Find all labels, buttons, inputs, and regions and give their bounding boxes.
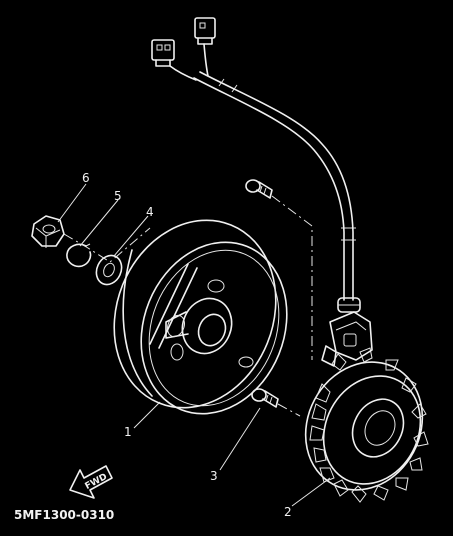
callout-label-6: 6 (82, 171, 90, 185)
callout-label-3: 3 (210, 469, 218, 483)
stator-coil-icon (304, 311, 429, 503)
fwd-arrow-icon: FWD (69, 465, 113, 499)
callout-leaders (57, 183, 331, 507)
hex-nut-icon (31, 215, 65, 248)
callout-label-4: 4 (146, 205, 154, 219)
diagram-code: 5MF1300-0310 (14, 508, 114, 522)
screw-icon (251, 388, 279, 408)
screw-icon (245, 179, 273, 199)
circlip-icon (66, 243, 92, 268)
fwd-label: FWD (84, 472, 109, 492)
wire-connector-icon (151, 39, 175, 67)
washer-icon (95, 254, 123, 286)
callout-label-1: 1 (124, 425, 132, 439)
callout-label-2: 2 (284, 505, 292, 519)
callout-label-5: 5 (114, 189, 122, 203)
wire-harness (151, 17, 361, 313)
wire-connector-icon (194, 17, 216, 45)
